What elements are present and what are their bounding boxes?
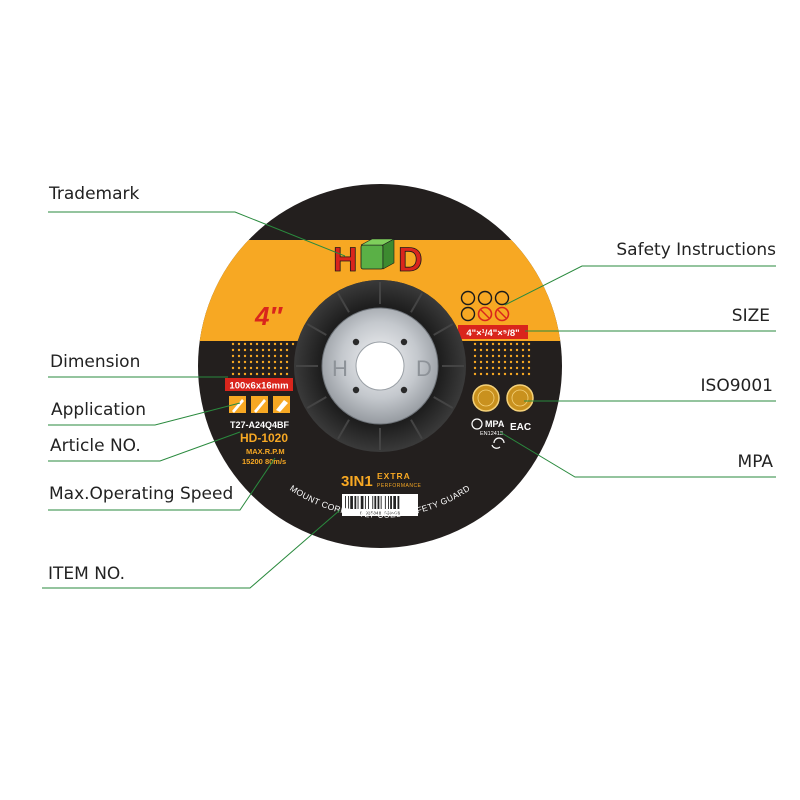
series-sub: PERFORMANCE [377,483,422,489]
callout-trademark: Trademark [49,184,140,204]
max-rpm-label: MAX.R.P.M [246,447,285,456]
callout-iso9001: ISO9001 [700,376,773,396]
dimension-label: 100x6x16mm [229,381,288,392]
leader-article-no [48,431,241,462]
hub-rivets [352,338,408,394]
leader-max-operating-speed [48,457,276,511]
leader-item-no [42,509,341,589]
callout-size: SIZE [731,306,770,326]
size-label: 4"×¹/4"×⁵/8" [466,328,519,339]
barcode-digits: 6 935048 638976 [360,511,401,517]
eac-mark: EAC [510,422,531,433]
size-label-bg [458,325,528,339]
callout-safety-instructions: Safety Instructions [616,240,776,260]
mpa-mark-icon [471,418,483,430]
application-icons [229,396,290,413]
hub-center-hole [355,341,405,391]
series-name: 3IN1 [341,473,373,490]
certification-seals [472,384,534,412]
iso-seal-icon [506,384,534,412]
barcode [345,496,400,509]
callout-item-no: ITEM NO. [48,564,126,584]
mpa-mark: MPA [485,419,505,429]
leader-trademark [48,211,346,257]
callout-application: Application [51,400,146,420]
leader-lines [42,211,776,589]
hub-letter-d: D [416,356,432,381]
recycle-icon [491,437,505,449]
brand-logo: H D [333,238,423,279]
read-manual-icon [460,290,476,306]
hub-letter-h: H [332,356,348,381]
disc-diameter: 4″ [254,301,283,331]
leader-application [48,402,241,426]
mpa-seal-icon [472,384,500,412]
dimension-label-bg [225,378,293,391]
callout-dimension: Dimension [50,352,141,372]
brand-cube-icon [360,244,384,270]
model-number: HD-1020 [240,431,288,445]
speed-value: 15200 80m/s [242,457,286,466]
leader-safety-instructions [504,265,776,306]
hub-ribs [296,282,464,450]
ear-protection-icon [494,290,510,306]
safety-icon-row-1 [460,290,510,306]
brand-letter-d: D [398,241,423,279]
dot-pattern-right [473,342,531,376]
article-code: T27-A24Q4BF [230,420,290,430]
goggles-icon [477,290,493,306]
brand-letter-h: H [333,241,358,279]
safety-icons [460,290,510,322]
dot-pattern-left [231,342,295,376]
callout-article-no: Article NO. [50,436,141,456]
series-extra: EXTRA [377,471,411,481]
mask-icon [460,306,476,322]
callout-max-operating-speed: Max.Operating Speed [49,484,234,504]
safety-icon-row-2 [460,306,510,322]
en-code: EN12413 [480,431,503,437]
leader-mpa [499,431,776,478]
callout-mpa: MPA [737,452,773,472]
